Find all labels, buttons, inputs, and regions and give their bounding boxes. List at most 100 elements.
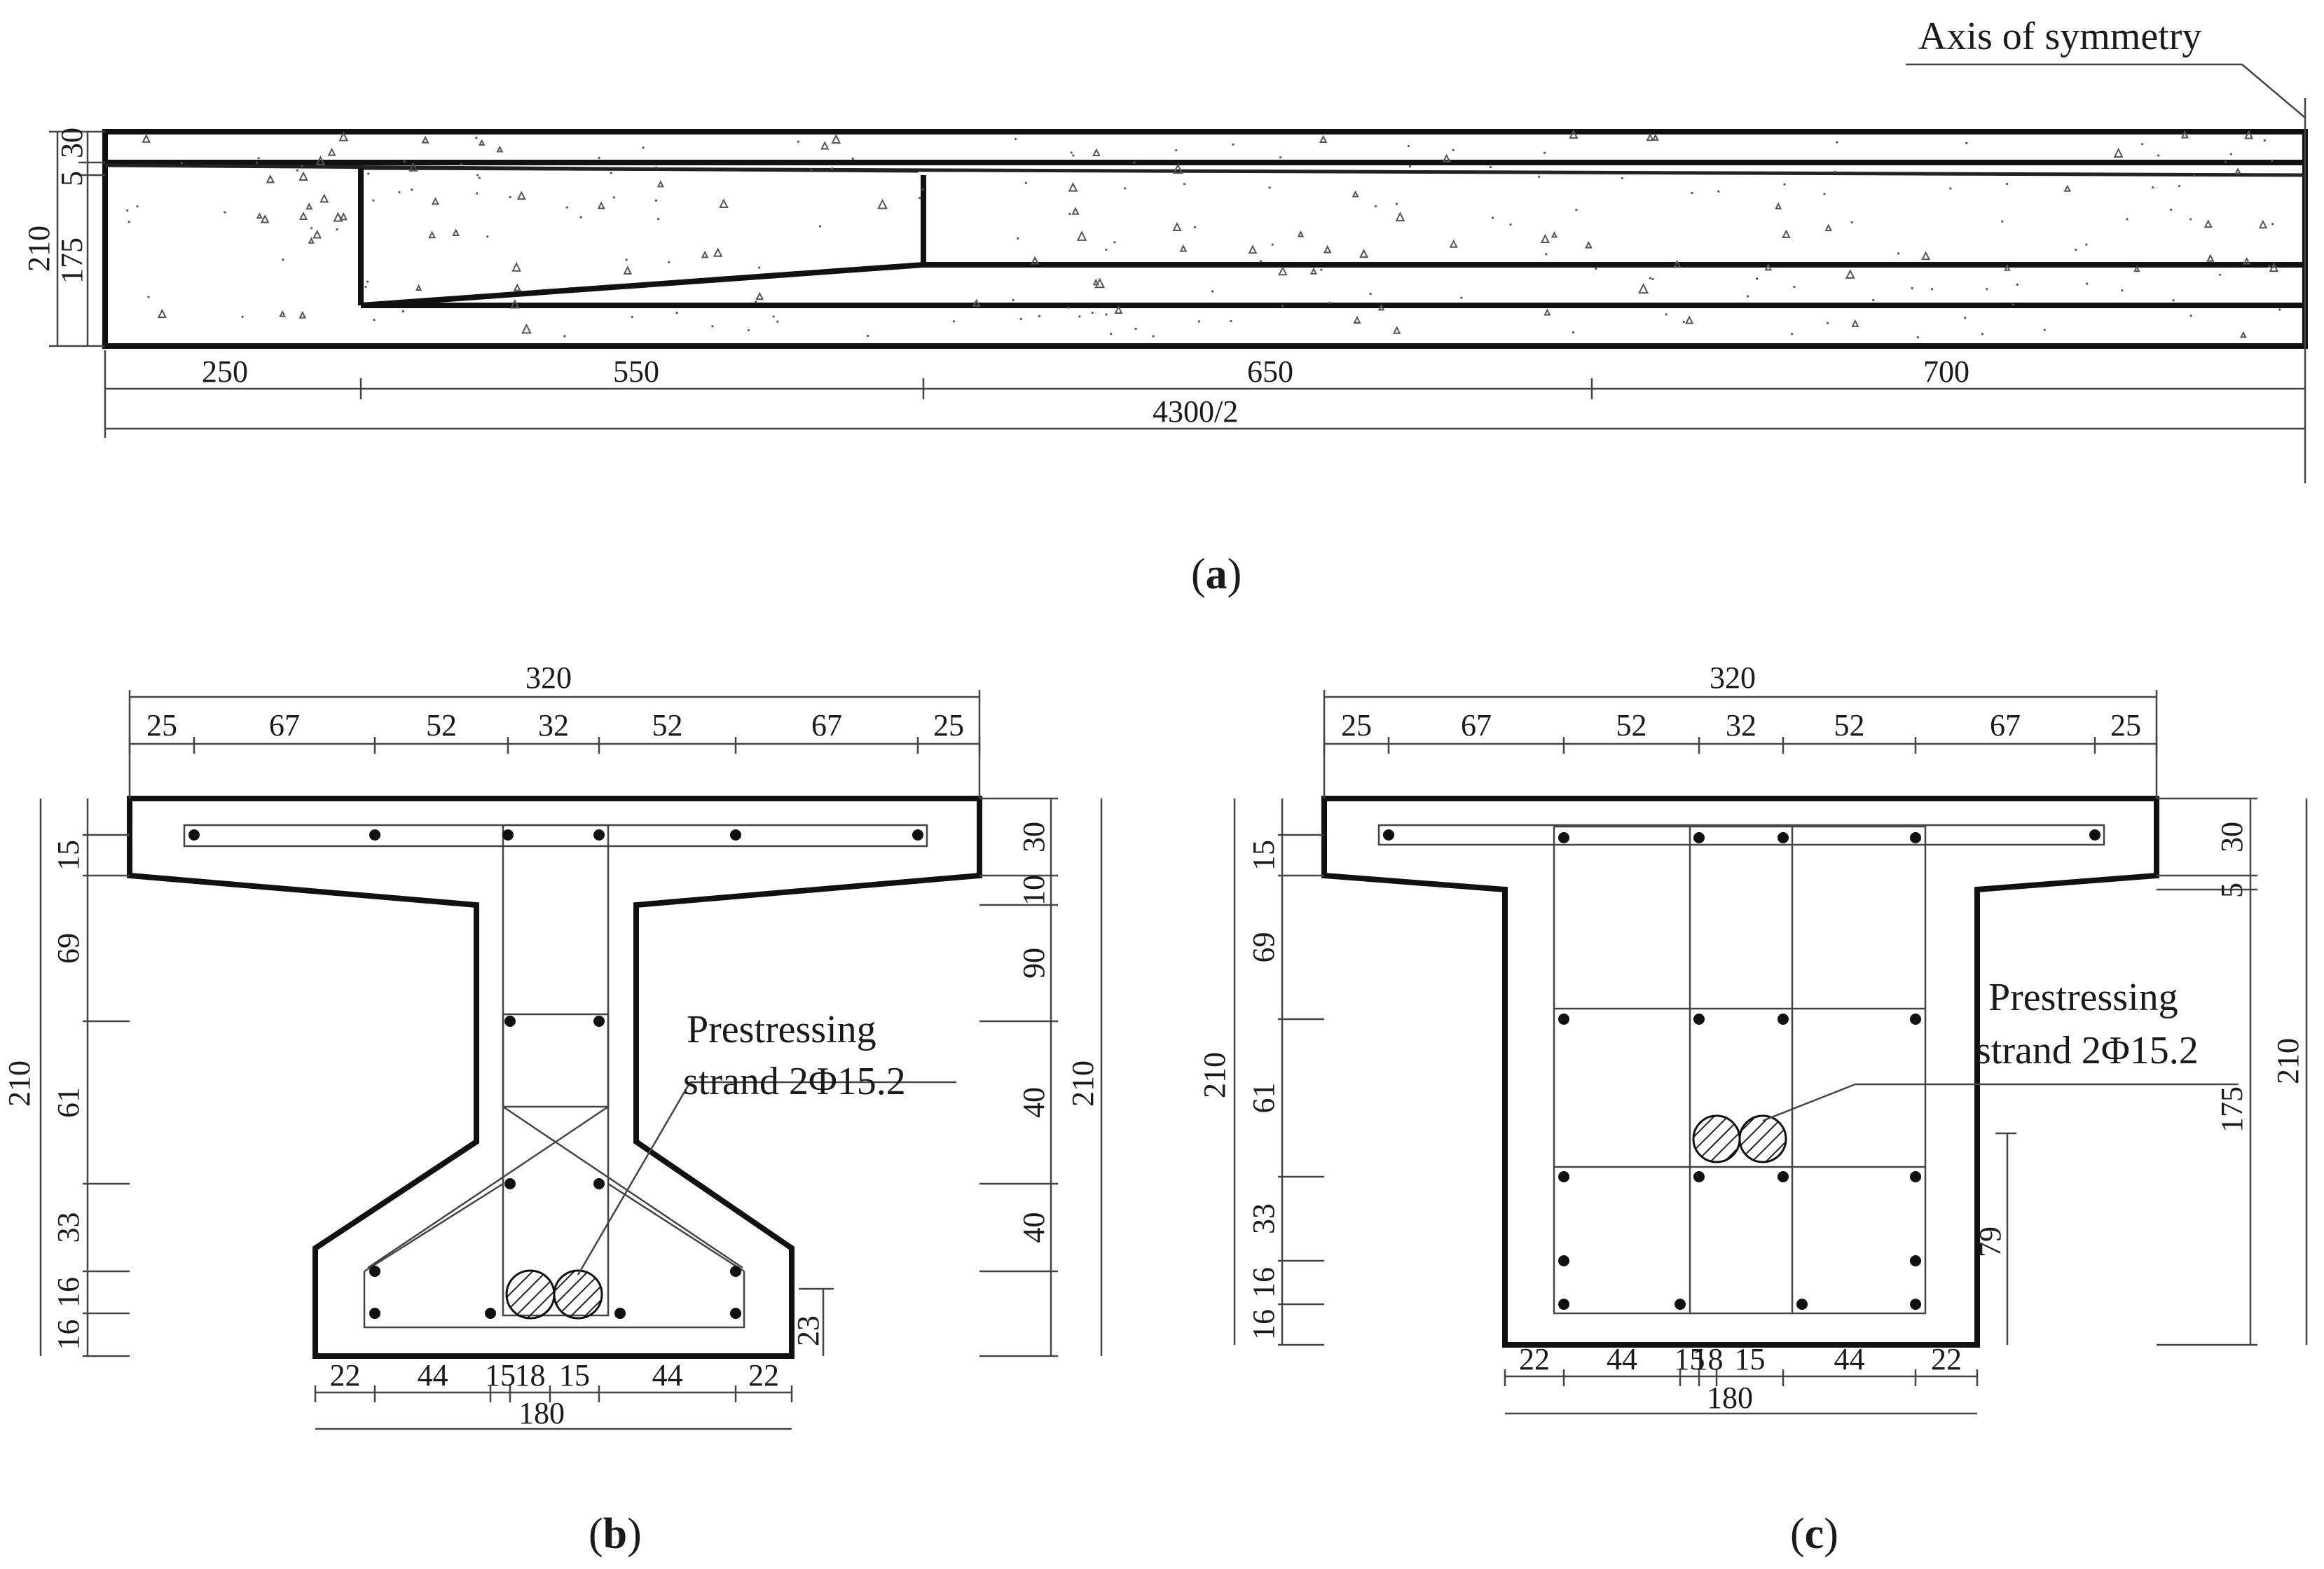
dim-value: 15 [1246, 840, 1281, 871]
aggregate-mark [2113, 147, 2124, 158]
aggregate-dot [2005, 183, 2009, 186]
aggregate-dot [411, 188, 413, 191]
aggregate-mark [2258, 219, 2268, 229]
aggregate-dot [1649, 277, 1651, 279]
top-rebar [183, 824, 928, 848]
aggregate-mark [1172, 222, 1182, 231]
aggregate-mark [2133, 265, 2140, 272]
dim-value: 32 [538, 708, 569, 742]
prestressing-strand [1692, 1114, 1741, 1163]
aggregate-dot [2001, 220, 2004, 223]
top-rebar-c [1377, 824, 2105, 846]
aggregate-dot [1183, 183, 1186, 186]
aggregate-dot [1230, 319, 1232, 322]
aggregate-dot [257, 157, 260, 160]
aggregate-dot [1452, 148, 1455, 151]
dim-value: 10 [1017, 875, 1051, 906]
haunch-line [104, 163, 919, 173]
dim-value: 69 [51, 933, 85, 964]
aggregate-dot [147, 296, 150, 298]
aggregate-dot [1545, 253, 1548, 256]
aggregate-dot [1755, 277, 1759, 280]
aggregate-dot [2271, 223, 2274, 226]
aggregate-mark [421, 135, 429, 144]
aggregate-mark [1319, 134, 1328, 143]
aggregate-dot [1986, 288, 1988, 291]
aggregate-dot [1834, 170, 1836, 173]
aggregate-dot [772, 315, 775, 318]
aggregate-mark [415, 284, 422, 291]
aggregate-mark [408, 162, 418, 172]
strand-leader [577, 1081, 692, 1276]
aggregate-dot [398, 191, 401, 194]
aggregate-dot [1271, 243, 1274, 246]
aggregate-dot [610, 172, 612, 174]
aggregate-dot [1175, 148, 1178, 152]
aggregate-mark [1442, 153, 1451, 163]
aggregate-dot [1930, 288, 1934, 291]
aggregate-dot [1823, 193, 1826, 195]
aggregate-dot [310, 227, 313, 230]
strand-label-b-1: Prestressing [687, 1008, 876, 1051]
aggregate-dot [403, 160, 406, 163]
dim-value: 22 [748, 1358, 779, 1392]
aggregate-dot [598, 156, 600, 159]
prestressing-strand [553, 1269, 603, 1320]
aggregate-dot [282, 258, 284, 261]
aggregate-dot [1964, 317, 1967, 319]
figure-a-elevation: Axis of symmetry 30 5 175 210 250 550 65… [22, 15, 2308, 598]
aggregate-mark [1309, 267, 1318, 275]
axis-label-leader [2241, 64, 2306, 118]
aggregate-mark [338, 131, 349, 141]
aggregate-mark [1449, 239, 1458, 248]
aggregate-dot [180, 162, 183, 165]
aggregate-mark [2004, 264, 2011, 271]
aggregate-dot [851, 157, 854, 160]
aggregate-mark [1775, 202, 1782, 209]
aggregate-dot [1575, 209, 1578, 212]
dim-a-175: 175 [55, 237, 89, 284]
aggregate-mark [1646, 133, 1654, 141]
aggregate-dot [1078, 315, 1081, 318]
dim-value: 25 [2110, 708, 2141, 742]
dim-value: 25 [146, 708, 177, 742]
aggregate-mark [719, 198, 729, 209]
aggregate-dot [654, 199, 658, 202]
aggregate-dot [1850, 221, 1853, 224]
aggregate-mark [308, 237, 315, 244]
aggregate-mark [1392, 326, 1401, 334]
aggregate-dot [1152, 335, 1155, 338]
aggregate-dot [2075, 249, 2077, 251]
aggregate-mark [2206, 254, 2215, 262]
aggregate-dot [1949, 187, 1952, 190]
aggregate-mark [157, 308, 167, 319]
aggregate-dot [2126, 218, 2129, 221]
dim-value: 40 [1017, 1212, 1051, 1243]
dim-value: 44 [1607, 1342, 1637, 1376]
aggregate-mark [1569, 129, 1579, 139]
dim-a-550: 550 [613, 354, 659, 389]
aggregate-dot [1836, 141, 1838, 144]
aggregate-mark [1068, 181, 1078, 192]
taper-line [360, 262, 924, 308]
aggregate-dot [1105, 313, 1108, 316]
aggregate-mark [298, 171, 308, 181]
dim-value: 52 [426, 708, 457, 742]
aggregate-mark [2180, 130, 2189, 139]
aggregate-dot [1193, 226, 1197, 229]
dim-value: 25 [933, 708, 964, 742]
dim-value: 175 [2215, 1086, 2249, 1133]
aggregate-dot [656, 217, 660, 221]
dim-value: 25 [1341, 708, 1372, 742]
aggregate-mark [298, 310, 307, 319]
box-section-outline [1321, 796, 2159, 1348]
aggregate-mark [1585, 240, 1593, 249]
dim-value: 33 [51, 1212, 85, 1243]
dim-a-total: 4300/2 [1153, 394, 1238, 429]
dim-b-23: 23 [791, 1315, 825, 1346]
aggregate-dot [1872, 298, 1875, 302]
dim-value: 16 [1246, 1267, 1281, 1298]
aggregate-dot [2229, 153, 2232, 155]
